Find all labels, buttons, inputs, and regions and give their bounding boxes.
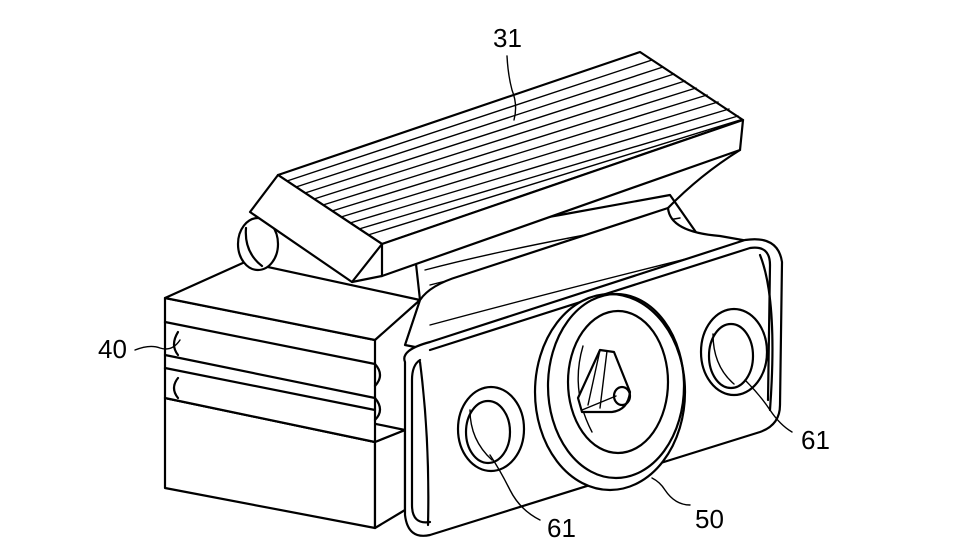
- label-40: 40: [98, 334, 127, 364]
- label-61-left: 61: [547, 513, 576, 543]
- label-61-right: 61: [801, 425, 830, 455]
- label-50: 50: [695, 504, 724, 534]
- rear-block-40: [163, 260, 422, 530]
- right-hole-61: [699, 307, 769, 397]
- label-31: 31: [493, 23, 522, 53]
- leader-lines: [134, 55, 793, 521]
- left-hole-61: [456, 385, 526, 473]
- pedal-31: [248, 50, 745, 284]
- center-nozzle-50: [533, 292, 687, 492]
